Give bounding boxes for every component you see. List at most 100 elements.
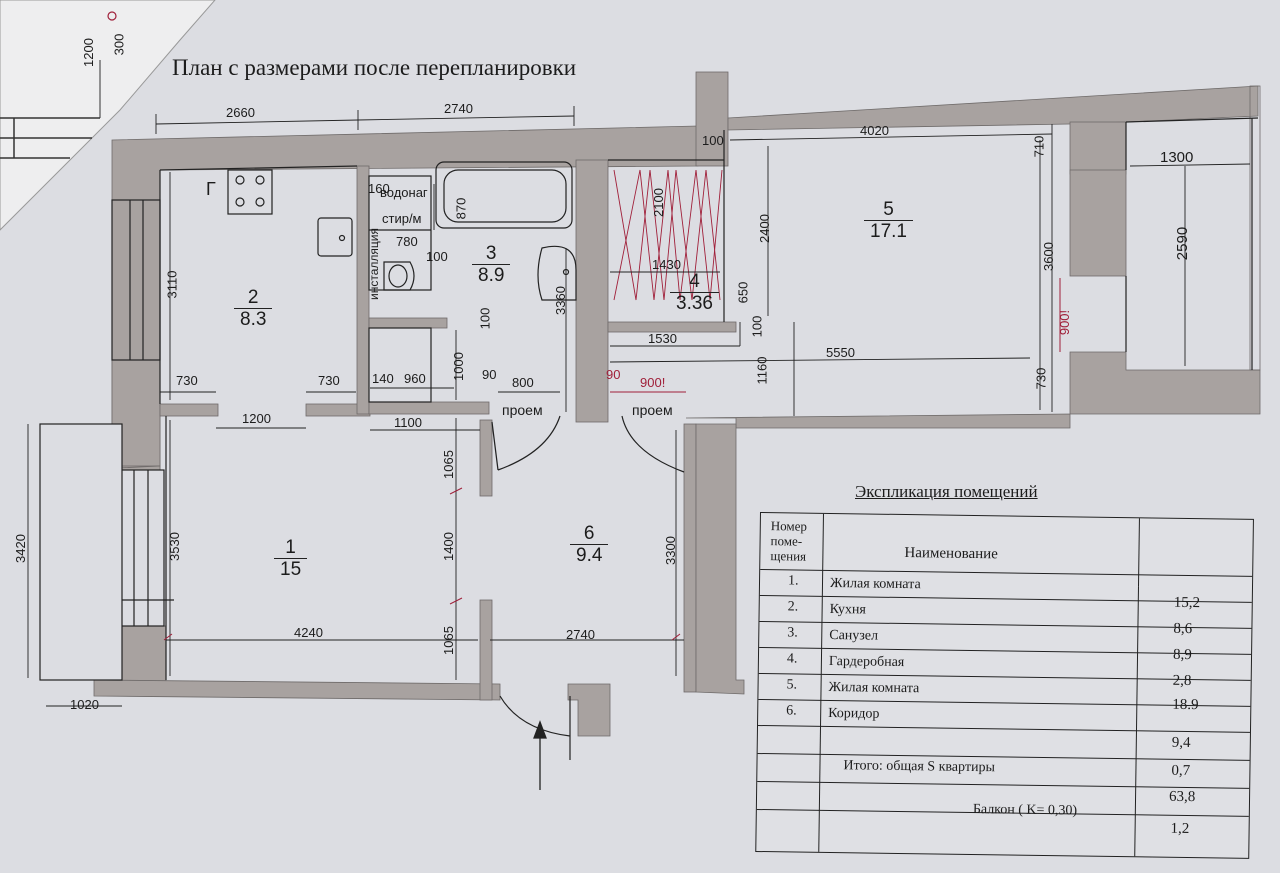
balcony-label: Балкон ( K= 0,30) (972, 802, 1078, 819)
dim-800: 800 (512, 375, 534, 390)
room-number: 4 (689, 271, 700, 292)
total-area-value: 63,8 (1168, 788, 1196, 806)
adjacent-sheet (0, 0, 216, 231)
room-name: Гардеробная (828, 653, 905, 671)
opening-label-right: проем (632, 402, 673, 418)
dim-2740-top: 2740 (444, 101, 473, 116)
dim-4020: 4020 (860, 123, 889, 138)
room-name: Жилая комната (829, 575, 921, 593)
washer-label: стир/м (382, 211, 422, 226)
dim-1000: 1000 (450, 352, 466, 381)
dim-3360: 3360 (552, 286, 568, 315)
room-area: 3.36 (670, 291, 719, 314)
gas-stove-label: Г (206, 179, 216, 199)
row-number: 4. (786, 651, 798, 667)
water-heater-label: водонаг (380, 185, 428, 200)
room-6-label: 6 9.4 (570, 523, 609, 566)
dim-730-left: 730 (176, 373, 198, 388)
table-row-line (757, 752, 1250, 761)
header-number-line: щения (770, 548, 807, 564)
table-divider (1137, 518, 1140, 587)
room-name: Кухня (829, 601, 866, 618)
area-value: 8,9 (1172, 646, 1192, 664)
dim-2660: 2660 (226, 105, 255, 120)
walls (93, 71, 1261, 737)
room-number: 6 (583, 523, 595, 544)
dim-1065-top: 1065 (440, 450, 456, 479)
room-area: 17.1 (864, 219, 913, 242)
dim-100-mid: 100 (477, 307, 493, 330)
room-area: 15 (274, 557, 308, 580)
dim-5550: 5550 (826, 345, 855, 360)
dim-1200: 1200 (242, 411, 271, 426)
room-name: Жилая комната (828, 679, 920, 697)
table-row-line (757, 780, 1250, 789)
dim-2100: 2100 (650, 188, 666, 217)
room-3-label: 3 8.9 (472, 244, 511, 286)
dim-3420: 3420 (12, 534, 28, 563)
room-1-label: 1 15 (274, 537, 308, 580)
plan-title: План с размерами после перепланировки (172, 55, 577, 80)
dim-3110: 3110 (164, 270, 180, 299)
dim-1300: 1300 (1160, 149, 1194, 166)
room-name: Коридор (828, 705, 880, 722)
dim-730-right: 730 (1033, 367, 1049, 390)
explication-table: Номер поме- щения Наименование 1. 2. 3. … (755, 512, 1254, 859)
dim-1530: 1530 (648, 331, 677, 346)
room-number: 1 (285, 537, 296, 558)
dim-900-red-vertical: 900! (1057, 309, 1073, 336)
dim-100-top: 100 (702, 133, 724, 148)
dim-100-bath: 100 (426, 249, 448, 264)
area-value: 15,2 (1173, 594, 1201, 612)
row-number: 3. (787, 625, 798, 641)
room-5-label: 5 17.1 (864, 200, 913, 242)
room-2-label: 2 8.3 (234, 288, 273, 330)
dim-1200-corner: 1200 (80, 38, 96, 67)
dim-870: 870 (453, 197, 469, 220)
dim-2400: 2400 (756, 214, 772, 243)
entrance-arrow (533, 720, 547, 790)
dim-90: 90 (482, 367, 497, 382)
dimension-ticks (163, 278, 1061, 641)
header-number: Номер поме- щения (770, 518, 807, 564)
dim-3300: 3300 (662, 536, 678, 565)
table-row-line (758, 724, 1250, 733)
dim-90-red: 90 (606, 367, 621, 382)
dim-1160: 1160 (754, 356, 770, 385)
opening-label-left: проем (502, 402, 543, 418)
total-label: Итого: общая S квартиры (843, 758, 996, 776)
dim-780: 780 (396, 234, 418, 249)
dim-1400: 1400 (440, 532, 456, 561)
room-area: 8.3 (234, 307, 273, 330)
dim-900-red-horizontal: 900! (640, 375, 666, 390)
row-number: 5. (786, 677, 798, 693)
header-number-line: поме- (770, 533, 803, 549)
dim-730-mid: 730 (318, 373, 340, 388)
explication-title: Экспликация помещений (855, 482, 1038, 501)
area-value: 8,6 (1173, 620, 1193, 638)
room-4-label: 4 3.36 (670, 272, 719, 314)
area-value: 2,8 (1172, 672, 1192, 690)
dimension-lines (27, 106, 1251, 707)
area-value: 9,4 (1171, 734, 1191, 752)
dim-2590: 2590 (1174, 226, 1192, 261)
dim-4240: 4240 (294, 625, 323, 640)
dim-960: 960 (404, 371, 426, 386)
dim-2740-bottom: 2740 (566, 627, 595, 642)
dim-1430: 1430 (652, 257, 681, 272)
dim-3600: 3600 (1040, 242, 1056, 271)
dim-650: 650 (735, 281, 751, 304)
dim-1020: 1020 (70, 697, 99, 712)
table-divider (818, 513, 824, 852)
plan-lines (39, 117, 1259, 760)
dim-1065-bottom: 1065 (440, 626, 456, 655)
room-name: Санузел (829, 627, 879, 644)
area-value: 0,7 (1171, 762, 1191, 780)
row-number: 1. (787, 573, 799, 589)
row-number: 6. (786, 703, 797, 719)
installation-label: инсталляция (366, 228, 381, 300)
room-area: 8.9 (472, 263, 511, 286)
dim-140: 140 (372, 371, 394, 386)
dim-1100: 1100 (394, 415, 422, 430)
